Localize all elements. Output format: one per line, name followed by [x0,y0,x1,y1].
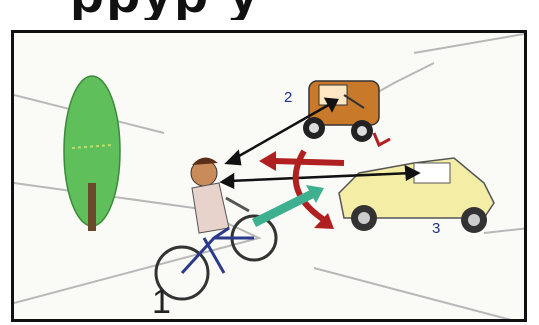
cyclist-1-label: 1 [152,285,171,319]
orange-car-icon [303,81,379,142]
illustration-frame: 2 3 1 [11,30,527,322]
yellow-car-icon [339,158,494,233]
intersection-drawing [14,33,527,322]
tree-icon [64,76,120,231]
green-arrow [254,185,324,223]
vehicle-2-label: 2 [284,89,292,106]
vehicle-3-label: 3 [432,220,440,237]
caption-title-fragment: ррур у [70,0,490,20]
